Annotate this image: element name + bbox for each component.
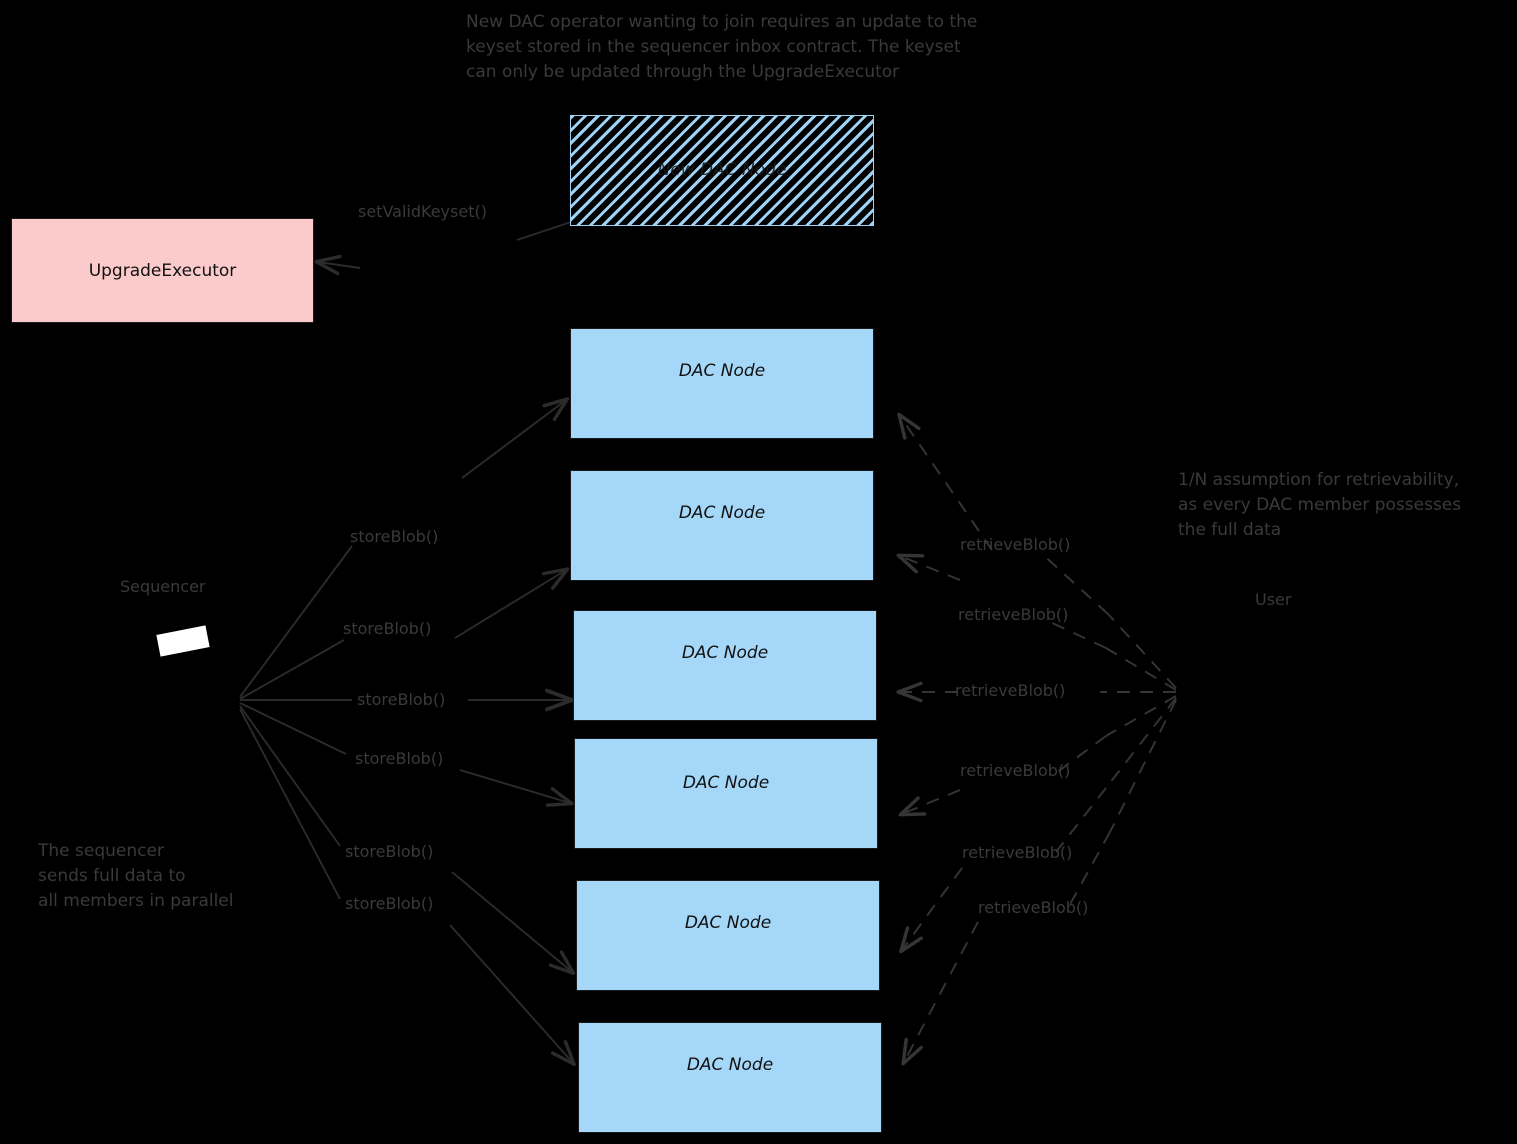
- edge-label-store-blob-1: storeBlob(): [350, 527, 439, 546]
- dac-node-box-6[interactable]: DAC Node: [578, 1022, 882, 1133]
- dac-node-label-6: DAC Node: [686, 1055, 774, 1075]
- edge-retrieve-blob-2: [896, 553, 1177, 691]
- edge-store-blob-2: [239, 567, 570, 700]
- user-icon[interactable]: [1180, 640, 1276, 740]
- edge-label-retrieve-blob-6: retrieveBlob(): [978, 898, 1089, 917]
- user-label: User: [1255, 590, 1292, 609]
- dac-node-box-5[interactable]: DAC Node: [576, 880, 880, 991]
- edge-label-store-blob-6: storeBlob(): [345, 894, 434, 913]
- note-top: New DAC operator wanting to join require…: [466, 12, 978, 82]
- edge-store-blob-5: [239, 705, 576, 975]
- edge-retrieve-blob-5: [899, 697, 1177, 954]
- dac-node-label-2: DAC Node: [678, 503, 766, 523]
- dac-node-box-1[interactable]: DAC Node: [570, 328, 874, 439]
- new-dac-node-box[interactable]: New DAC Node: [570, 115, 874, 226]
- upgrade-executor-box[interactable]: UpgradeExecutor: [11, 218, 314, 323]
- sequencer-icon[interactable]: [150, 615, 250, 710]
- dac-node-box-4[interactable]: DAC Node: [574, 738, 878, 849]
- edge-label-retrieve-blob-3: retrieveBlob(): [955, 681, 1066, 700]
- edge-store-blob-1: [239, 397, 570, 698]
- dac-node-label-3: DAC Node: [681, 643, 769, 663]
- edge-store-blob-6: [239, 708, 576, 1067]
- new-dac-node-label: New DAC Node: [657, 160, 787, 180]
- edge-label-retrieve-blob-4: retrieveBlob(): [960, 761, 1071, 780]
- edge-retrieve-blob-1: [897, 412, 1177, 689]
- dac-node-box-2[interactable]: DAC Node: [570, 470, 874, 581]
- dac-node-box-3[interactable]: DAC Node: [573, 610, 877, 721]
- edge-label-store-blob-5: storeBlob(): [345, 842, 434, 861]
- edge-label-retrieve-blob-2: retrieveBlob(): [958, 605, 1069, 624]
- edge-label-store-blob-4: storeBlob(): [355, 749, 444, 768]
- edge-store-blob-4: [239, 702, 574, 807]
- edge-set-valid-keyset: [314, 221, 572, 276]
- edge-label-store-blob-3: storeBlob(): [357, 690, 446, 709]
- dac-node-label-1: DAC Node: [678, 361, 766, 381]
- note-bottom-left: The sequencer sends full data to all mem…: [38, 841, 234, 911]
- dac-node-label-4: DAC Node: [682, 773, 770, 793]
- edge-label-set-valid-keyset: setValidKeyset(): [358, 202, 487, 221]
- edge-label-retrieve-blob-1: retrieveBlob(): [960, 535, 1071, 554]
- edge-retrieve-blob-6: [901, 699, 1177, 1066]
- upgrade-executor-label: UpgradeExecutor: [88, 260, 237, 281]
- sequencer-glyph: [156, 625, 210, 657]
- edge-label-store-blob-2: storeBlob(): [343, 619, 432, 638]
- edge-retrieve-blob-4: [898, 695, 1177, 817]
- sequencer-label: Sequencer: [120, 577, 206, 596]
- edge-label-retrieve-blob-5: retrieveBlob(): [962, 843, 1073, 862]
- note-right: 1/N assumption for retrievability, as ev…: [1178, 470, 1462, 540]
- dac-node-label-5: DAC Node: [684, 913, 772, 933]
